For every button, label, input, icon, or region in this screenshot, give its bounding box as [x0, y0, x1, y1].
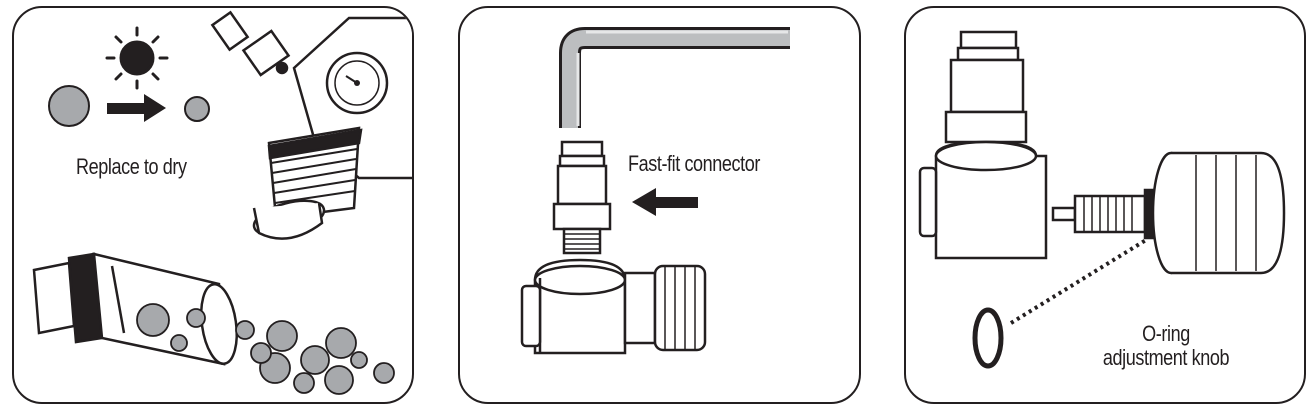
- regulator-illustration: [210, 10, 412, 240]
- caption-oring-line1: O-ring: [1142, 321, 1190, 346]
- fast-fit-connector: [552, 140, 612, 255]
- valve-body: [520, 258, 707, 355]
- panel-replace-to-dry: Replace to dry: [12, 6, 414, 404]
- wet-bead: [48, 85, 90, 127]
- sun-icon: [105, 26, 169, 90]
- panel-1-illustration: [32, 10, 412, 395]
- panel-oring-adjustment-knob: O-ring adjustment knob: [904, 6, 1306, 404]
- panel-2-illustration: [520, 27, 790, 355]
- dryer-cartridge: [32, 252, 238, 366]
- arrow-right-icon: [107, 94, 166, 122]
- oring-icon: [972, 307, 1004, 369]
- panel-3-illustration: [918, 30, 1286, 369]
- panel-fast-fit-connector: Fast-fit connector: [458, 6, 861, 404]
- caption-oring-line2: adjustment knob: [1102, 345, 1230, 370]
- pressure-gauge-icon: [325, 51, 389, 115]
- caption-oring: O-ring adjustment knob: [1092, 321, 1240, 371]
- desiccant-beads: [136, 303, 395, 395]
- adjustment-knob: [1051, 151, 1286, 275]
- caption-fast-fit-connector: Fast-fit connector: [628, 151, 760, 176]
- hex-key-icon: [559, 27, 790, 128]
- dry-bead: [184, 96, 210, 122]
- arrow-left-icon: [632, 188, 698, 216]
- regulator-body: [918, 30, 1048, 260]
- oring-leader-line: [1009, 238, 1148, 325]
- caption-replace-to-dry: Replace to dry: [76, 154, 187, 179]
